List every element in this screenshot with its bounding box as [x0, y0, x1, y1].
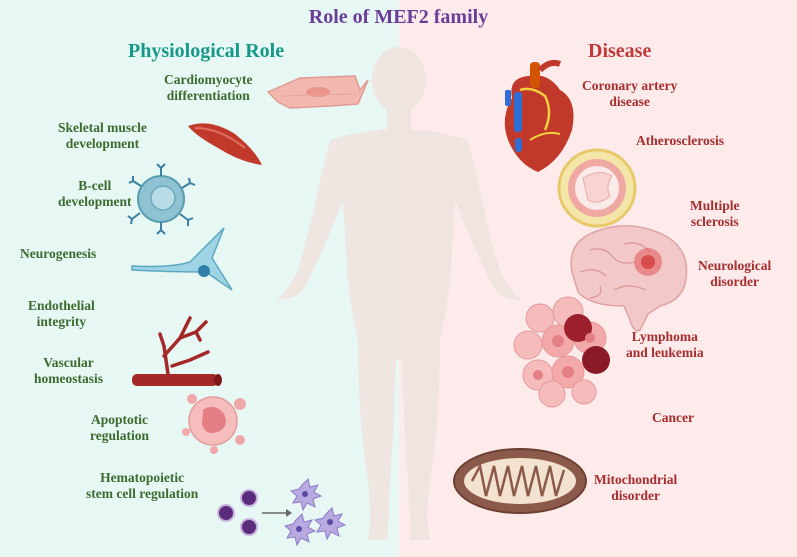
human-body-silhouette: [276, 47, 522, 540]
label-line: Apoptotic: [91, 412, 148, 427]
mitochondrion-icon: [453, 448, 587, 514]
physio-label-skeletal-muscle: Skeletal muscle development: [58, 120, 147, 152]
label-line: Skeletal muscle: [58, 120, 147, 135]
label-line: development: [58, 194, 132, 209]
label-line: stem cell regulation: [86, 486, 199, 501]
label-line: Lymphoma: [631, 329, 698, 344]
b-cell-icon: [127, 163, 196, 235]
label-line: Cardiomyocyte: [164, 72, 253, 87]
label-line: disorder: [611, 488, 660, 503]
label-line: B-cell: [78, 178, 112, 193]
label-line: development: [65, 136, 140, 151]
label-line: Neurological: [698, 258, 772, 273]
label-line: disease: [609, 94, 650, 109]
figure-title: Role of MEF2 family: [308, 6, 489, 28]
physiological-heading: Physiological Role: [128, 40, 285, 62]
cardiomyocyte-icon: [266, 75, 369, 109]
label-line: Endothelial: [28, 298, 95, 313]
physio-label-endothelial: Endothelial integrity: [28, 298, 95, 330]
muscle-fiber-icon: [188, 123, 262, 165]
disease-label-mitochondrial: Mitochondrial disorder: [594, 472, 677, 504]
disease-label-multiple-sclerosis: Multiple sclerosis: [690, 198, 740, 230]
disease-label-cancer: Cancer: [652, 410, 694, 426]
disease-label-coronary: Coronary artery disease: [582, 78, 677, 110]
disease-heading: Disease: [588, 40, 652, 62]
stem-cell-icon: [217, 478, 347, 547]
disease-label-neurological: Neurological disorder: [698, 258, 771, 290]
label-line: differentiation: [166, 88, 250, 103]
tumor-cells-icon: [513, 296, 610, 408]
label-line: Atherosclerosis: [636, 133, 724, 148]
artery-cross-section-icon: [557, 148, 637, 228]
brain-icon: [570, 225, 688, 332]
disease-label-lymphoma: Lymphoma and leukemia: [626, 329, 704, 361]
blood-vessel-icon: [132, 316, 222, 386]
physio-label-hematopoietic: Hematopoietic stem cell regulation: [86, 470, 198, 502]
physio-label-apoptotic: Apoptotic regulation: [90, 412, 149, 444]
label-line: disorder: [710, 274, 759, 289]
apoptotic-cell-icon: [182, 394, 246, 454]
label-line: homeostasis: [34, 371, 104, 386]
heart-icon: [504, 59, 574, 172]
label-line: Cancer: [652, 410, 694, 425]
physio-label-neurogenesis: Neurogenesis: [20, 246, 96, 262]
label-line: Mitochondrial: [594, 472, 678, 487]
label-line: regulation: [90, 428, 150, 443]
label-line: Multiple: [690, 198, 740, 213]
neuron-icon: [131, 227, 233, 291]
physio-label-vascular: Vascular homeostasis: [34, 355, 103, 387]
label-line: integrity: [36, 314, 87, 329]
label-line: Coronary artery: [582, 78, 678, 93]
label-line: and leukemia: [626, 345, 704, 360]
label-line: Vascular: [43, 355, 94, 370]
disease-label-atherosclerosis: Atherosclerosis: [636, 133, 724, 149]
label-line: sclerosis: [690, 214, 739, 229]
physio-label-b-cell: B-cell development: [58, 178, 132, 210]
physio-label-cardiomyocyte: Cardiomyocyte differentiation: [164, 72, 252, 104]
label-line: Hematopoietic: [100, 470, 185, 485]
label-line: Neurogenesis: [20, 246, 97, 261]
